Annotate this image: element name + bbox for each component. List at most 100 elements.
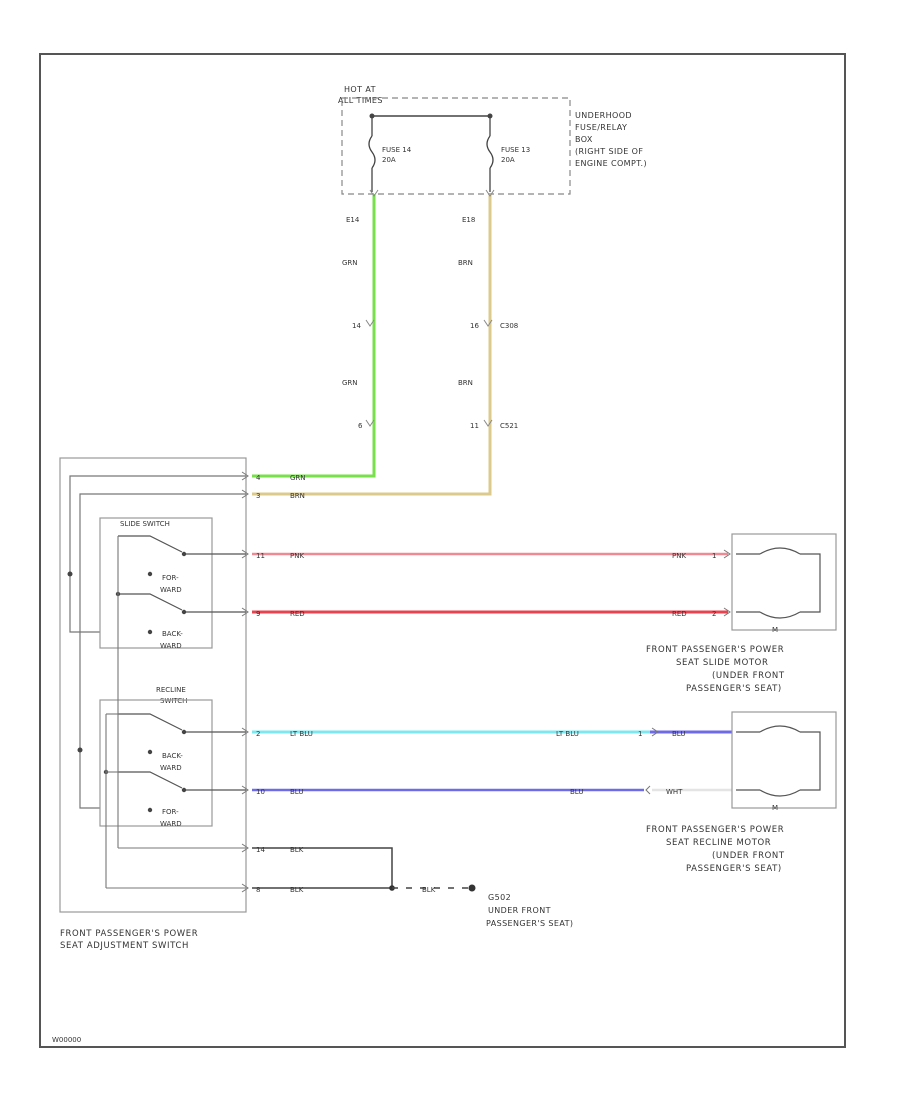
- slide-motor-red-color: RED: [672, 610, 687, 618]
- slide-motor-caption-2: SEAT SLIDE MOTOR: [676, 658, 768, 668]
- recline-backward-1: BACK-: [162, 752, 183, 760]
- green-feed-pin: E14: [346, 216, 360, 224]
- pin-grn-color: GRN: [290, 474, 306, 482]
- slide-motor-caption-3: (UNDER FRONT: [712, 671, 785, 681]
- recline-backward-2: WARD: [160, 764, 182, 772]
- ground-wire-color: BLK: [422, 886, 436, 894]
- pin-blk2: 8: [256, 886, 260, 894]
- fuse-relay-box: [341, 97, 571, 195]
- recline-motor-ltblu-alt: BLU: [672, 730, 685, 738]
- slide-switch-blade-2: [118, 593, 183, 611]
- fuse-box-line2: FUSE/RELAY: [575, 123, 627, 132]
- brown-feed-terminal: [485, 189, 495, 197]
- recline-contact-node-4: [147, 807, 153, 813]
- green-feed-wire: [252, 194, 376, 478]
- switch-internal-green: [69, 475, 246, 633]
- pin-pnk-color: PNK: [290, 552, 304, 560]
- brown-conn1-icon: [483, 319, 493, 327]
- recline-switch-box: [99, 699, 213, 827]
- slide-switch-blade-1: [118, 535, 183, 553]
- ground-id: G502: [488, 893, 511, 902]
- fuse-a-label: FUSE 14: [382, 146, 412, 154]
- recline-motor-blu-alt: WHT: [666, 788, 683, 796]
- slide-motor-caption-4: PASSENGER'S SEAT): [686, 684, 782, 694]
- internal-node-1: [67, 571, 73, 577]
- slide-motor-caption-1: FRONT PASSENGER'S POWER: [646, 645, 784, 655]
- green-feed-terminal: [369, 189, 379, 197]
- fuse-box-line1: UNDERHOOD: [575, 111, 632, 120]
- green-feed-conn2: 6: [358, 422, 363, 430]
- green-feed-color1: GRN: [342, 259, 358, 267]
- brown-feed-conn1-id: C308: [500, 322, 518, 330]
- pin-ltblu: 2: [256, 730, 260, 738]
- footer-id: W00000: [52, 1036, 81, 1044]
- fuse-b-rating: 20A: [501, 156, 515, 164]
- recline-motor-blu-color: BLU: [570, 788, 583, 796]
- recline-switch-blade-1: [118, 713, 183, 731]
- recline-forward-2: WARD: [160, 820, 182, 828]
- pin-red-color: RED: [290, 610, 305, 618]
- recline-contact-node-3: [181, 787, 187, 793]
- slide-motor-pnk-pin: 1: [712, 552, 716, 560]
- pin-ltblu-color: LT BLU: [290, 730, 313, 738]
- green-conn2-icon: [365, 419, 375, 427]
- brown-feed-color1: BRN: [458, 259, 473, 267]
- fuse-a-rating: 20A: [382, 156, 396, 164]
- internal-node-2: [77, 747, 83, 753]
- slide-motor-red-pin: 2: [712, 610, 716, 618]
- pin-blk1-color: BLK: [290, 846, 304, 854]
- recline-forward-1: FOR-: [162, 808, 179, 816]
- slide-switch-title: SLIDE SWITCH: [120, 520, 170, 528]
- recline-motor-ltblu-pin: 1: [638, 730, 642, 738]
- slide-switch-box: [99, 517, 213, 649]
- black-ground-wire-1: [252, 847, 393, 888]
- brown-feed-color2: BRN: [458, 379, 473, 387]
- recline-switch-title-1: RECLINE: [156, 686, 186, 694]
- recline-switch-title-2: SWITCH: [160, 697, 187, 705]
- slide-motor-brush-top: [759, 547, 801, 555]
- fuse-b-label: FUSE 13: [501, 146, 530, 154]
- recline-motor-ltblu-color: LT BLU: [556, 730, 579, 738]
- pin-blu: 10: [256, 788, 265, 796]
- hot-at-label: HOT AT: [344, 85, 376, 94]
- brown-feed-conn2-id: C521: [500, 422, 518, 430]
- recline-motor-winding: [736, 731, 821, 791]
- recline-contact-node-1: [181, 729, 187, 735]
- motor-pin-arrows: [645, 549, 731, 795]
- fuse-a-icon: [368, 135, 376, 169]
- fuse-box-line5: ENGINE COMPT.): [575, 159, 647, 168]
- brown-feed-pin: E18: [462, 216, 475, 224]
- recline-motor-caption-2: SEAT RECLINE MOTOR: [666, 838, 771, 848]
- pin-blu-color: BLU: [290, 788, 303, 796]
- green-feed-conn1: 14: [352, 322, 361, 330]
- pin-blk1: 14: [256, 846, 265, 854]
- recline-motor-caption-1: FRONT PASSENGER'S POWER: [646, 825, 784, 835]
- brown-feed-wire: [252, 194, 492, 496]
- pin-blk2-color: BLK: [290, 886, 304, 894]
- pin-red: 9: [256, 610, 260, 618]
- slide-motor-housing: [731, 533, 837, 631]
- slide-backward-1: BACK-: [162, 630, 183, 638]
- recline-motor-housing: [731, 711, 837, 809]
- green-conn1-icon: [365, 319, 375, 327]
- green-feed-color2: GRN: [342, 379, 358, 387]
- slide-backward-2: WARD: [160, 642, 182, 650]
- recline-motor-caption-4: PASSENGER'S SEAT): [686, 864, 782, 874]
- recline-switch-blade-2: [118, 771, 183, 789]
- slide-motor-winding: [736, 553, 821, 613]
- slide-forward-2: WARD: [160, 586, 182, 594]
- switch-internal-brown: [79, 493, 246, 809]
- ground-icon: [468, 884, 476, 892]
- slide-forward-1: FOR-: [162, 574, 179, 582]
- slide-motor-pnk-color: PNK: [672, 552, 686, 560]
- pin-brn-color: BRN: [290, 492, 305, 500]
- pin-pnk: 11: [256, 552, 265, 560]
- brown-feed-conn2: 11: [470, 422, 479, 430]
- brown-feed-conn1: 16: [470, 322, 479, 330]
- switch-pin-arrows: [241, 471, 249, 893]
- fuse-b-icon: [486, 135, 494, 169]
- ground-caption-2: PASSENGER'S SEAT): [486, 919, 573, 928]
- slide-motor-m: M: [772, 626, 778, 634]
- brown-conn2-icon: [483, 419, 493, 427]
